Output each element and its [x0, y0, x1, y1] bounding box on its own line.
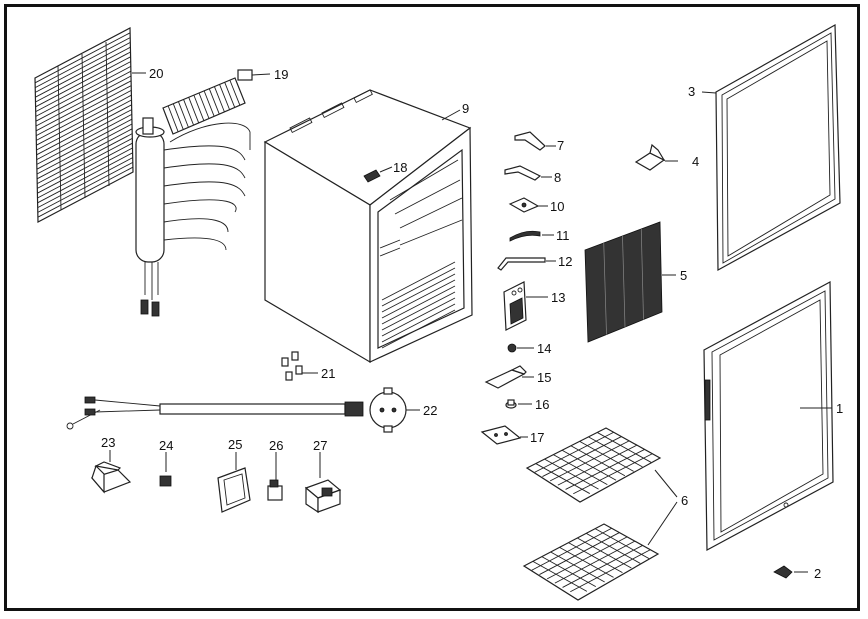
callout-24: 24 — [159, 438, 173, 453]
part-23-relay-cover — [90, 450, 132, 494]
part-25-pcb — [217, 452, 251, 513]
part-5-rear-panel — [584, 221, 676, 343]
callout-18: 18 — [393, 160, 407, 175]
callout-14: 14 — [537, 341, 551, 356]
part-21-feet — [281, 351, 318, 381]
part-6-shelves — [522, 427, 678, 601]
callout-19: 19 — [274, 67, 288, 82]
part-9-cabinet — [263, 89, 473, 364]
callout-13: 13 — [551, 290, 565, 305]
part-12-rod — [497, 257, 556, 271]
part-1-glass-door — [703, 281, 834, 551]
part-4-bracket — [634, 143, 678, 171]
callout-7: 7 — [557, 138, 564, 153]
callout-12: 12 — [558, 254, 572, 269]
callout-17: 17 — [530, 430, 544, 445]
part-7-hinge — [514, 131, 556, 151]
part-15-bracket — [484, 365, 534, 389]
part-17-hinge-plate — [480, 425, 528, 445]
part-27-thermostat-housing — [304, 452, 342, 514]
callout-3: 3 — [688, 84, 695, 99]
callout-15: 15 — [537, 370, 551, 385]
part-3-door-gasket — [701, 23, 841, 272]
part-19-cooling-unit — [135, 69, 271, 317]
part-22-power-cord — [66, 387, 420, 433]
callout-23: 23 — [101, 435, 115, 450]
callout-25: 25 — [228, 437, 242, 452]
part-2-hinge-pin — [773, 565, 808, 579]
part-26-switch — [267, 452, 283, 501]
callout-26: 26 — [269, 438, 283, 453]
part-13-control-box — [503, 281, 548, 331]
part-18-clip — [363, 166, 393, 183]
part-24-connector — [159, 452, 172, 487]
callout-1: 1 — [836, 401, 843, 416]
callout-6: 6 — [681, 493, 688, 508]
callout-21: 21 — [321, 366, 335, 381]
part-11-strip — [509, 230, 554, 242]
callout-22: 22 — [423, 403, 437, 418]
part-8-hinge — [504, 165, 552, 181]
part-14-knob — [507, 343, 534, 353]
callout-4: 4 — [692, 154, 699, 169]
callout-9: 9 — [462, 101, 469, 116]
callout-27: 27 — [313, 438, 327, 453]
callout-8: 8 — [554, 170, 561, 185]
callout-16: 16 — [535, 397, 549, 412]
callout-11: 11 — [556, 228, 570, 243]
part-16-grommet — [505, 399, 532, 409]
part-20-condenser-grille — [34, 27, 146, 223]
callout-10: 10 — [550, 199, 564, 214]
callout-labels: 1 2 3 4 5 6 7 8 9 10 11 12 13 14 15 16 1… — [101, 66, 843, 581]
callout-20: 20 — [149, 66, 163, 81]
part-10-plate — [508, 197, 548, 213]
callout-2: 2 — [814, 566, 821, 581]
callout-5: 5 — [680, 268, 687, 283]
